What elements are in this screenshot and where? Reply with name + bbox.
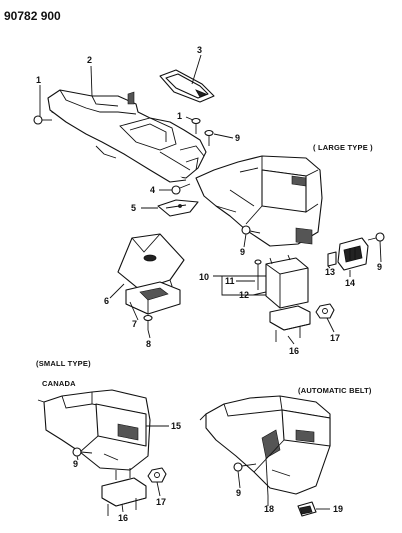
callout-label: 19 xyxy=(333,504,343,514)
large-rear-console-part xyxy=(195,155,323,247)
leader-lines xyxy=(39,54,382,513)
screw-icon xyxy=(33,115,52,125)
bracket-part xyxy=(157,199,199,217)
callout-label: 11 xyxy=(225,276,235,286)
callout-label: 3 xyxy=(197,45,202,55)
screw-icon xyxy=(191,117,201,134)
callout-label: 12 xyxy=(239,290,249,300)
callout-label: 1 xyxy=(36,75,41,85)
caption-canada: CANADA xyxy=(42,379,76,388)
switch-part xyxy=(337,237,369,271)
shift-bezel-part xyxy=(159,69,215,103)
screw-icon xyxy=(143,314,153,330)
callout-label: 4 xyxy=(150,185,155,195)
diagram-code: 90782 900 xyxy=(4,9,61,23)
callout-label: 7 xyxy=(132,319,137,329)
caption-automatic-belt: (AUTOMATIC BELT) xyxy=(298,386,372,395)
belt-connector-part xyxy=(265,457,269,497)
shift-boot-part xyxy=(117,233,185,297)
caption-small-type: (SMALL TYPE) xyxy=(36,359,91,368)
small-console-part xyxy=(37,389,151,471)
screw-icon xyxy=(241,225,261,235)
storage-box-part xyxy=(265,254,309,309)
screw-icon xyxy=(204,129,214,146)
callout-label: 5 xyxy=(131,203,136,213)
mounting-bracket-part xyxy=(269,305,311,342)
callout-label: 1 xyxy=(177,111,182,121)
shift-plate-part xyxy=(125,281,181,315)
callout-label: 10 xyxy=(199,272,209,282)
nut-icon xyxy=(315,303,335,319)
callout-label: 15 xyxy=(171,421,181,431)
callout-label: 14 xyxy=(345,278,355,288)
callout-label: 2 xyxy=(87,55,92,65)
callout-label: 9 xyxy=(73,459,78,469)
bolt-part xyxy=(254,259,262,290)
clip-part xyxy=(171,183,191,195)
callout-label: 9 xyxy=(235,133,240,143)
callout-labels: 1 1 2 3 4 5 6 7 8 9 9 9 9 9 10 11 12 13 … xyxy=(36,45,382,523)
callout-label: 9 xyxy=(240,247,245,257)
clip-part xyxy=(327,251,337,267)
callout-label: 9 xyxy=(377,262,382,272)
callout-label: 8 xyxy=(146,339,151,349)
callout-label: 13 xyxy=(325,267,335,277)
main-console-part xyxy=(47,89,207,183)
callout-label: 17 xyxy=(330,333,340,343)
automatic-belt-console-part xyxy=(199,395,331,495)
callout-label: 16 xyxy=(289,346,299,356)
callout-label: 18 xyxy=(264,504,274,514)
mounting-bracket-part xyxy=(101,468,147,516)
callout-label: 6 xyxy=(104,296,109,306)
caption-large-type: ( LARGE TYPE ) xyxy=(313,143,373,152)
screw-icon xyxy=(367,232,385,242)
callout-label: 17 xyxy=(156,497,166,507)
nut-icon xyxy=(147,467,167,483)
callout-label: 9 xyxy=(236,488,241,498)
clip-part xyxy=(297,501,317,517)
callout-label: 16 xyxy=(118,513,128,523)
screw-icon xyxy=(233,462,257,472)
